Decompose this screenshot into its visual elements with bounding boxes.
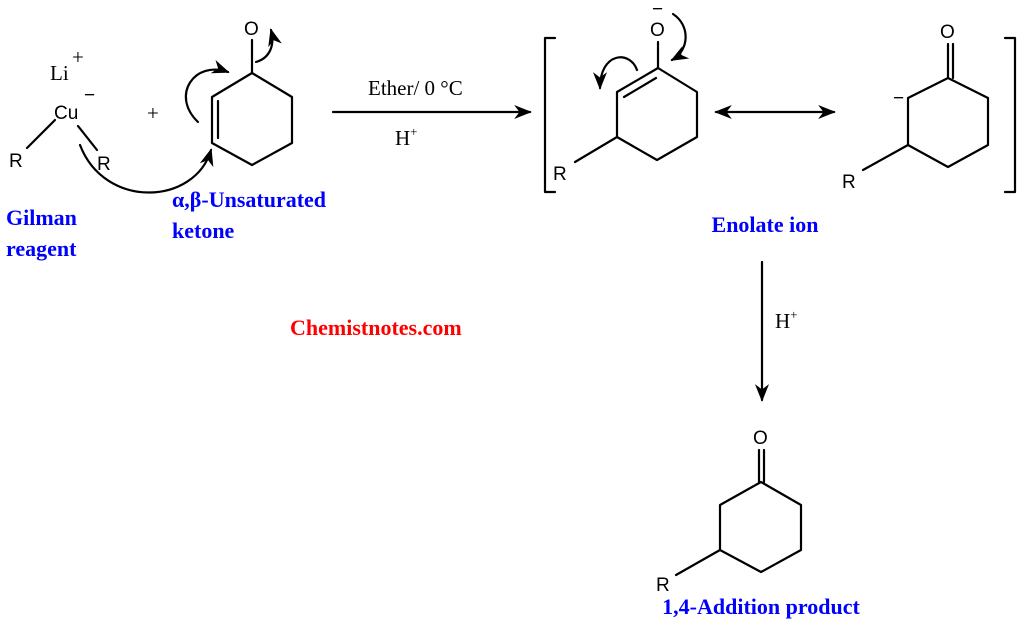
cu-r-bond [25,118,57,150]
enolate-label: Enolate ion [712,212,819,237]
lithium-charge: + [72,45,84,69]
carbanion-charge: − [893,88,904,109]
r-group: R [656,575,670,596]
condition-acid: H+ [775,307,798,333]
r-bond [861,143,910,172]
curved-arrow-icon [592,56,639,90]
oxygen-charge: − [652,0,663,20]
left-bracket [543,36,557,194]
plus-sign: + [147,101,159,125]
r-group: R [842,172,856,193]
ring [906,76,990,169]
gilman-reagent: Li + Cu − R R [9,45,111,175]
oxygen-atom: O [753,428,768,449]
curved-arrow-icon [670,12,690,62]
r-bond [674,548,722,577]
condition-acid: H+ [395,124,418,150]
oxygen-atom: O [244,19,259,40]
curved-arrow-icon [78,143,214,194]
r-group: R [97,154,111,175]
oxygen-atom: O [650,20,665,41]
curved-arrow-icon [184,59,230,124]
ring [210,71,294,167]
gilman-label-line2: reagent [6,236,77,261]
product-label: 1,4-Addition product [662,594,860,619]
ring [615,66,699,162]
copper-charge: − [84,85,95,106]
enone-structure: O [78,19,294,194]
enone-label-line1: α,β-Unsaturated [172,187,326,212]
product-structure: O R [656,428,803,596]
gilman-label-line1: Gilman [6,205,77,230]
enolate-resonance-form-2: O − R [842,22,990,193]
enone-label-line2: ketone [172,218,235,243]
right-bracket [1003,36,1017,194]
curved-arrow-icon [254,28,282,64]
oxygen-atom: O [940,22,955,43]
watermark: Chemistnotes.com [290,315,462,340]
double-bond [622,76,658,99]
r-bond [573,135,619,164]
cu-r-bond [76,124,99,152]
r-group: R [553,164,567,185]
copper-symbol: Cu [54,103,78,124]
enolate-resonance-form-1: O − R [553,0,699,185]
lithium-symbol: Li [50,61,69,85]
condition-solvent-temp: Ether/ 0 °C [368,76,463,100]
ring [718,480,803,574]
r-group: R [9,151,23,172]
